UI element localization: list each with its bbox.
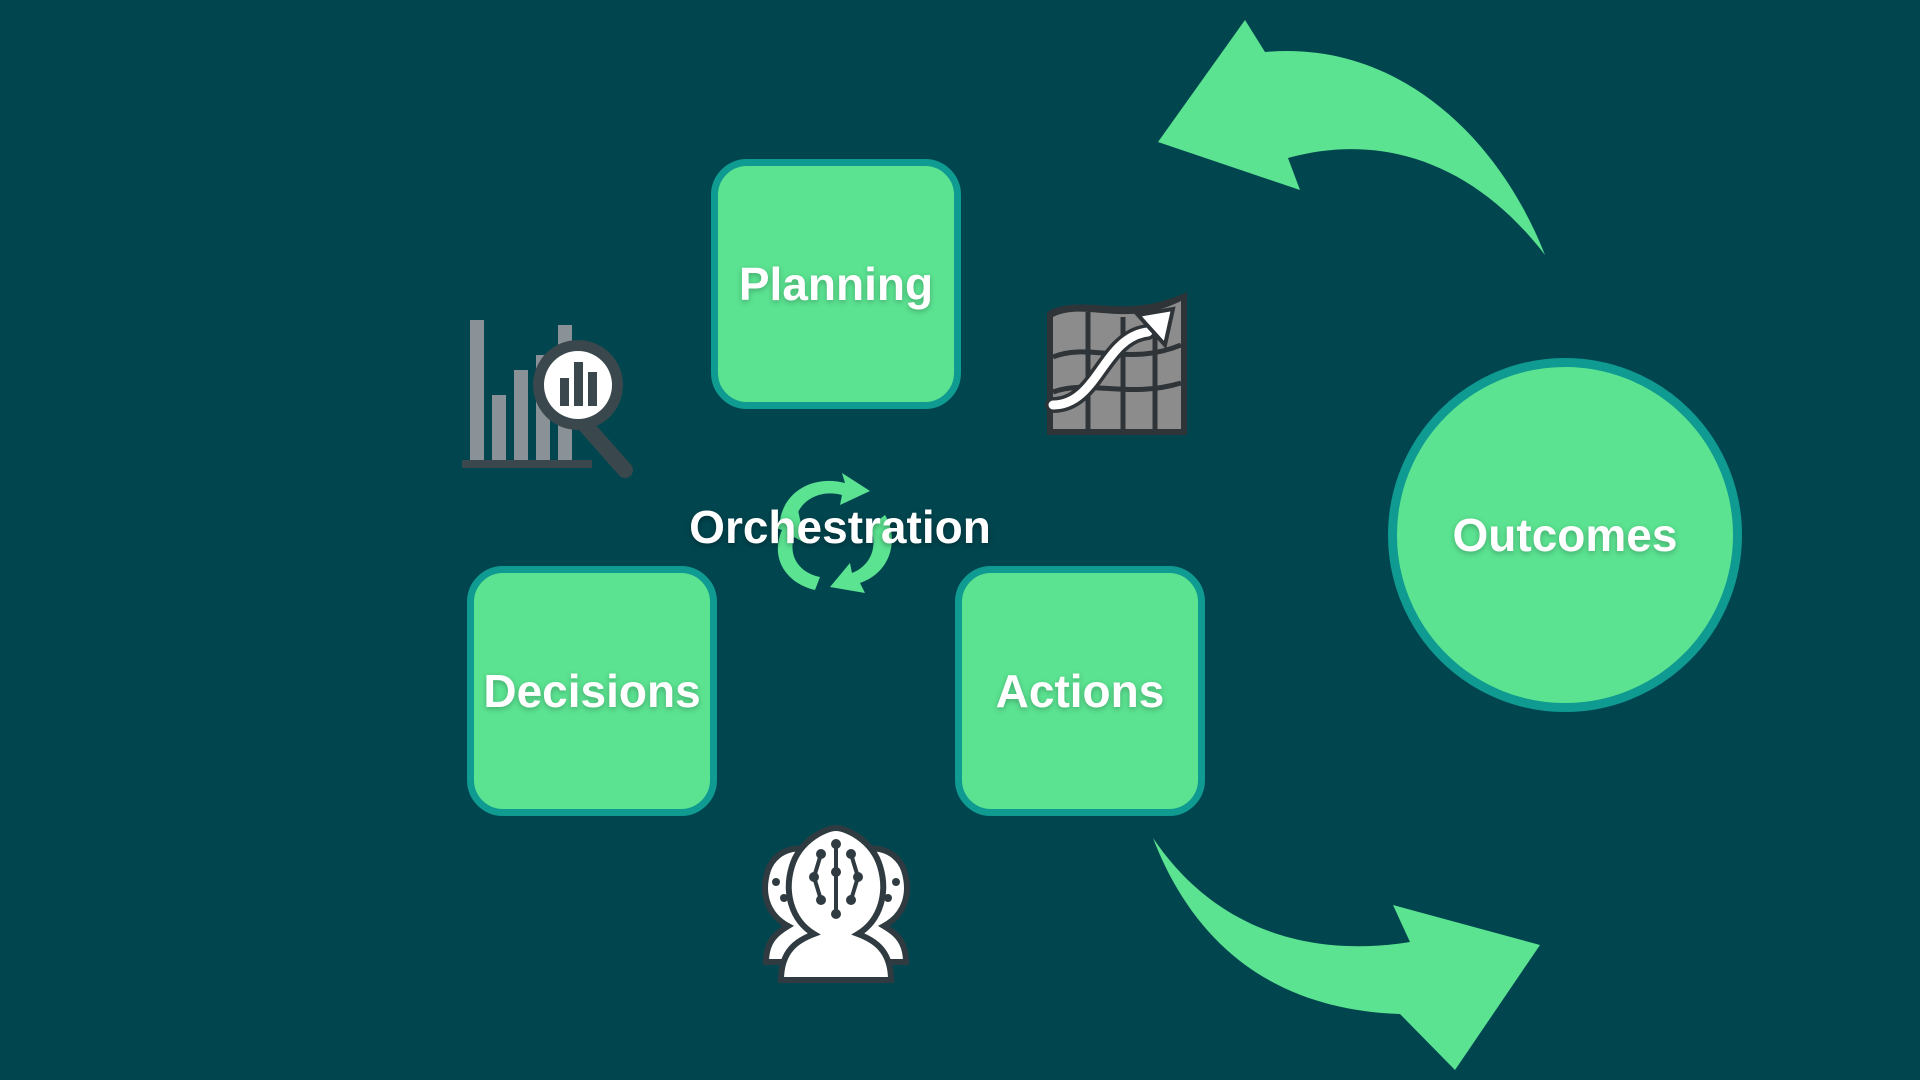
actions-node[interactable]: Actions <box>955 566 1205 816</box>
bar-chart-magnifier-icon <box>462 320 633 478</box>
decisions-node[interactable]: Decisions <box>467 566 717 816</box>
orchestration-label: Orchestration <box>689 501 991 553</box>
outcomes-node[interactable]: Outcomes <box>1388 358 1742 712</box>
planning-node[interactable]: Planning <box>711 159 961 409</box>
recycle-arrows-icon <box>772 473 892 593</box>
ai-heads-icon <box>762 824 910 983</box>
decisions-label: Decisions <box>483 665 701 717</box>
growth-chart-icon <box>1045 292 1187 435</box>
planning-label: Planning <box>738 258 934 310</box>
actions-label: Actions <box>995 665 1165 717</box>
outcomes-label: Outcomes <box>1452 509 1678 561</box>
